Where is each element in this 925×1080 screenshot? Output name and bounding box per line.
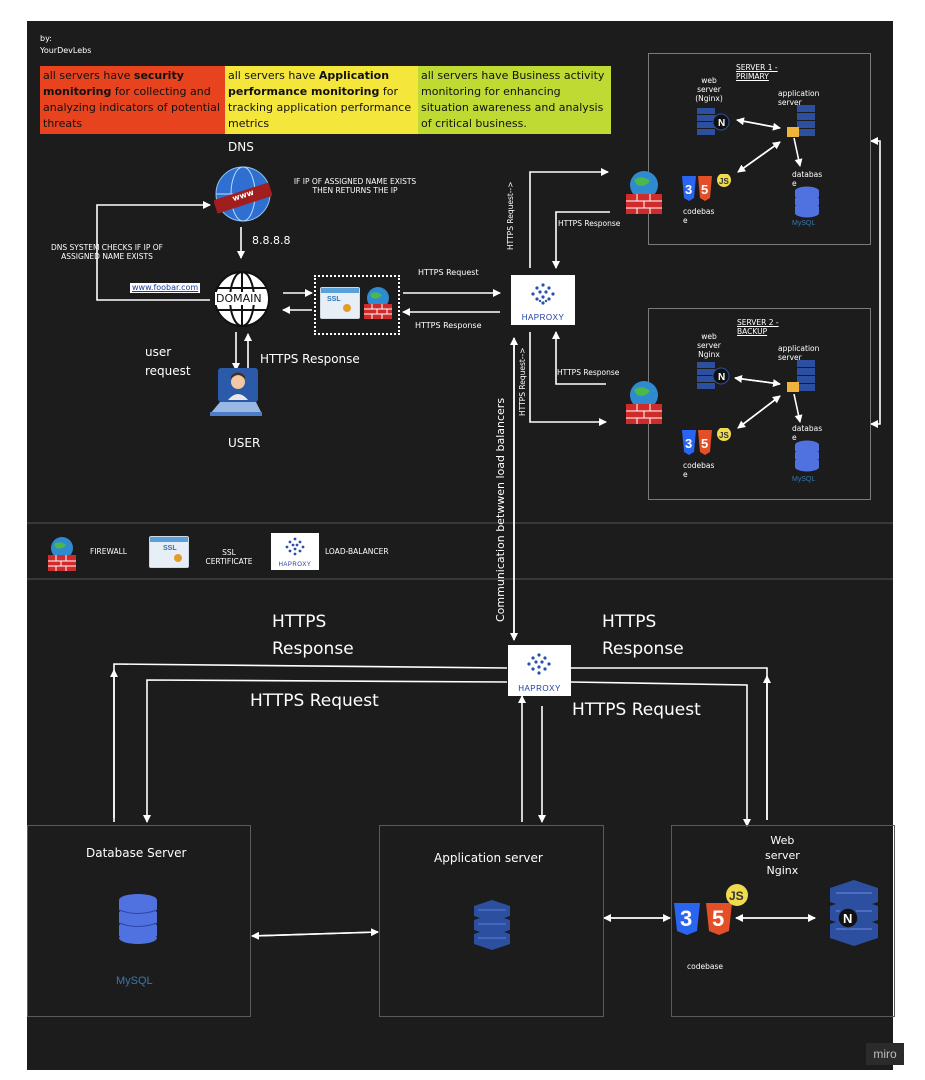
miro-watermark: miro	[866, 1043, 904, 1065]
dns-ip-value: 8.8.8.8	[252, 234, 291, 247]
svg-text:JS: JS	[719, 177, 729, 186]
server2-app-server-icon	[785, 360, 819, 394]
server2-database-icon	[794, 440, 820, 472]
edge-communication-label: Communication betwwen load balancers	[494, 397, 507, 622]
bottom-response-right: HTTPS Response	[602, 612, 684, 659]
bam-note: all servers have Business activity monit…	[418, 66, 611, 134]
application-server-panel	[379, 825, 604, 1017]
database-server-panel	[27, 825, 251, 1017]
server1-firewall-icon	[624, 170, 664, 216]
svg-text:5: 5	[701, 182, 708, 197]
ssl-certificate-icon: SSL	[320, 287, 360, 319]
server1-app-server-icon	[785, 105, 819, 139]
legend-ssl-icon: SSL	[149, 536, 189, 568]
server1-mysql-logo: MySQL	[792, 220, 816, 227]
dns-ip-note: IF IP OF ASSIGNED NAME EXISTS THEN RETUR…	[293, 177, 417, 195]
application-server-icon	[472, 900, 512, 958]
svg-text:N: N	[718, 372, 725, 383]
domain-url-link[interactable]: www.foobar.com	[130, 283, 201, 293]
server1-title: SERVER 1 - PRIMARY	[736, 63, 778, 81]
svg-text:JS: JS	[719, 431, 729, 440]
edge-https-response-s2: HTTPS Response	[557, 368, 620, 377]
server1-app-label: application server	[778, 89, 820, 107]
haproxy-logo-icon	[531, 283, 555, 305]
ssl-firewall-group	[314, 275, 400, 335]
server2-firewall-icon	[624, 380, 664, 426]
security-note: all servers have security monitoring for…	[40, 66, 225, 134]
edge-https-request-arrow-1: HTTPS Request-->	[506, 181, 515, 251]
svg-text:3: 3	[680, 906, 692, 931]
codebase-label: codebase	[687, 962, 723, 971]
server2-mysql-logo: MySQL	[792, 476, 816, 483]
database-mysql-logo: MySQL	[116, 975, 153, 987]
web-server-panel	[671, 825, 895, 1017]
haproxy-top: HAPROXY	[511, 275, 575, 325]
edge-https-response-top: HTTPS Response	[415, 321, 482, 330]
svg-text:JS: JS	[729, 889, 744, 903]
legend-ssl-label: SSL CERTIFICATE	[205, 548, 253, 566]
dns-check-note: DNS SYSTEM CHECKS IF IP OF ASSIGNED NAME…	[51, 243, 163, 261]
server2-title: SERVER 2 - BACKUP	[737, 318, 779, 336]
haproxy-top-label: HAPROXY	[521, 313, 565, 322]
legend-firewall-icon	[46, 536, 78, 572]
server2-web-label: web server Nginx	[697, 332, 721, 359]
edge-https-request-arrow-2: HTTPS Request-->	[518, 347, 527, 417]
author-name: YourDevLebs	[40, 46, 92, 55]
database-server-icon	[118, 893, 158, 947]
legend-lb-label: LOAD-BALANCER	[325, 547, 389, 556]
web-server-nginx-icon: N	[826, 880, 882, 956]
edge-https-request-top: HTTPS Request	[418, 268, 479, 277]
legend-haproxy-icon: HAPROXY	[271, 533, 319, 570]
server1-code-label: codebas e	[683, 207, 715, 225]
haproxy-bottom-logo-icon	[527, 653, 551, 675]
server2-panel	[648, 308, 871, 500]
user-laptop-icon	[206, 366, 266, 428]
author-by: by:	[40, 34, 52, 43]
haproxy-bottom-label: HAPROXY	[518, 684, 561, 693]
svg-text:5: 5	[712, 906, 724, 931]
bottom-request-right: HTTPS Request	[572, 700, 701, 720]
legend-firewall-label: FIREWALL	[90, 547, 127, 556]
domain-label: DOMAIN	[215, 292, 263, 305]
database-server-title: Database Server	[86, 846, 187, 860]
apm-note: all servers have Application performance…	[225, 66, 418, 134]
server1-panel	[648, 53, 871, 245]
bottom-request-left: HTTPS Request	[250, 691, 379, 711]
server2-code-label: codebas e	[683, 461, 715, 479]
server1-nginx-icon: N	[697, 108, 733, 136]
svg-text:3: 3	[685, 182, 692, 197]
firewall-icon	[362, 286, 394, 320]
server1-web-label: web server (Nginx)	[695, 76, 723, 103]
svg-text:3: 3	[685, 436, 692, 451]
svg-text:N: N	[843, 911, 852, 926]
svg-text:5: 5	[701, 436, 708, 451]
server1-database-icon	[794, 186, 820, 218]
edge-https-response-s1: HTTPS Response	[558, 219, 621, 228]
server1-db-label: databas e	[792, 170, 823, 188]
application-server-title: Application server	[434, 851, 543, 865]
svg-text:N: N	[718, 118, 725, 129]
user-label: USER	[228, 436, 261, 450]
user-https-response-label: HTTPS Response	[260, 352, 360, 366]
server2-db-label: databas e	[792, 424, 823, 442]
server2-app-label: application server	[778, 344, 820, 362]
dns-globe-icon: www	[213, 165, 273, 223]
web-server-title: Web server Nginx	[765, 834, 800, 877]
haproxy-bottom: HAPROXY	[508, 645, 571, 696]
server2-nginx-icon: N	[697, 362, 733, 390]
bottom-response-left: HTTPS Response	[272, 612, 354, 659]
user-request-label: user request	[145, 345, 191, 378]
dns-label: DNS	[228, 140, 254, 154]
